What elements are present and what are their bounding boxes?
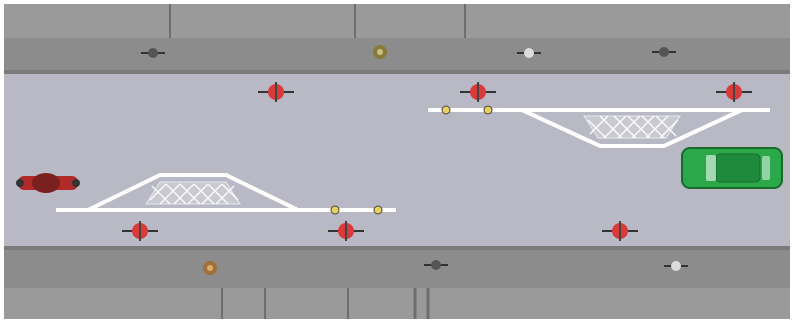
pedestrian: [373, 45, 387, 59]
parked-car: [682, 148, 782, 188]
car-rear-window: [762, 156, 770, 180]
motorbike: [16, 173, 80, 193]
car-windshield: [706, 155, 716, 181]
road: [4, 74, 790, 246]
curb-bottom: [4, 246, 790, 250]
motorbike-wheel: [72, 179, 80, 187]
bollard: [331, 206, 339, 214]
pedestrian: [203, 261, 217, 275]
bollard: [442, 106, 450, 114]
car-roof: [716, 154, 760, 182]
sidewalk-top: [4, 38, 790, 72]
building-strip-top: [4, 4, 790, 38]
motorbike-rider: [32, 173, 60, 193]
bollard: [374, 206, 382, 214]
building-row-top: [4, 4, 790, 38]
curb-top: [4, 70, 790, 74]
building-strip-bottom: [4, 288, 790, 319]
building-row-bottom: [4, 288, 790, 319]
motorbike-wheel: [16, 179, 24, 187]
bollard: [484, 106, 492, 114]
